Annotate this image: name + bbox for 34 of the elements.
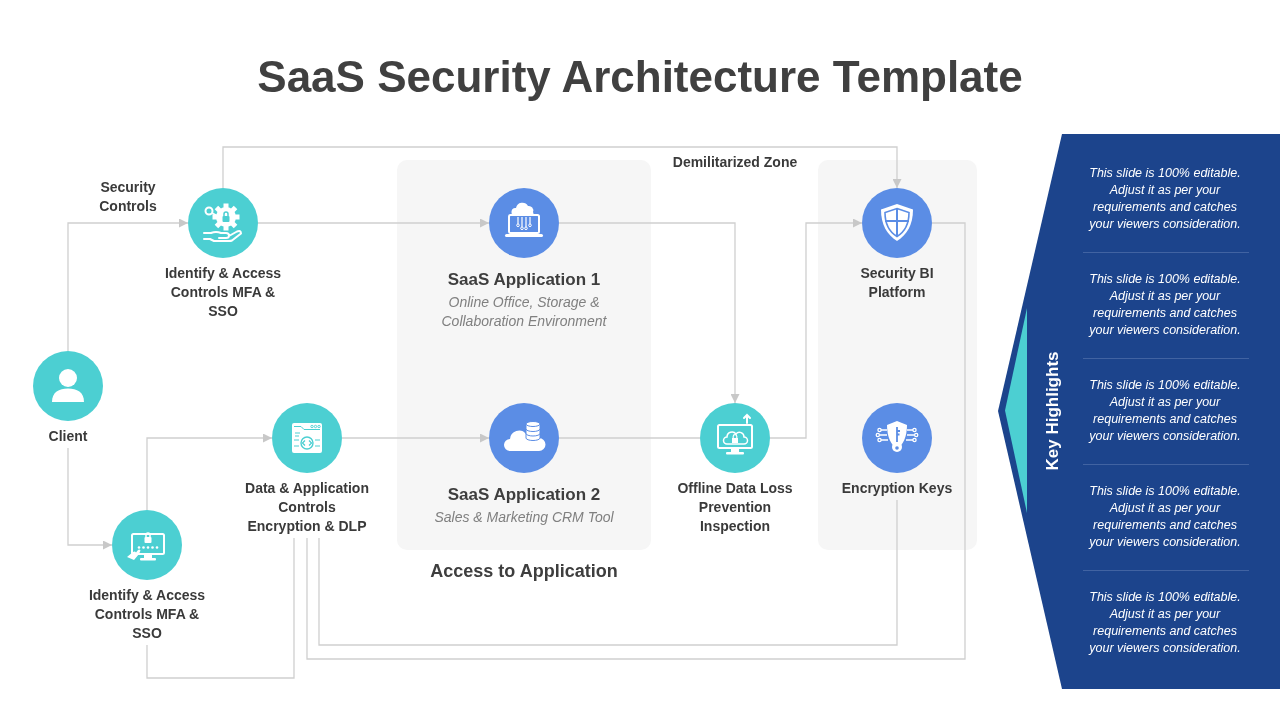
node-label: Identify & Access Controls MFA & SSO xyxy=(87,586,207,643)
node-label: Data & Application Controls Encryption & DLP xyxy=(244,479,370,536)
node-label: Offline Data Loss Prevention Inspection xyxy=(676,479,794,536)
connector-arrow xyxy=(146,433,273,511)
zone-label: Demilitarized Zone xyxy=(672,152,798,172)
highlight-text: This slide is 100% editable. Adjust it as per your requirements and catches your viewers consideration. xyxy=(1087,589,1242,657)
connector-arrow xyxy=(769,218,863,439)
node-label: Encryption Keys xyxy=(841,479,953,498)
connector-arrow xyxy=(341,433,490,443)
highlight-text: This slide is 100% editable. Adjust it as per your requirements and catches your viewers consideration. xyxy=(1087,165,1242,233)
connector-arrow xyxy=(67,447,113,550)
slide-title: SaaS Security Architecture Template xyxy=(257,51,1023,103)
connector-line xyxy=(318,499,898,646)
connector-arrow xyxy=(558,222,740,404)
node-description: Online Office, Storage & Collaboration Environment xyxy=(440,293,608,331)
connector-arrow xyxy=(67,218,189,352)
connector-arrow xyxy=(257,218,490,228)
connector-arrow xyxy=(222,146,902,189)
node-title: SaaS Application 1 xyxy=(447,269,601,291)
node-label: Security BI Platform xyxy=(859,264,935,302)
node-label: Identify & Access Controls MFA & SSO xyxy=(163,264,283,321)
zone-panel xyxy=(818,160,977,550)
node-label: Client xyxy=(48,427,88,446)
highlights-panel xyxy=(998,134,1280,689)
zone-heading: Access to Application xyxy=(430,560,618,582)
node-title: SaaS Application 2 xyxy=(447,484,601,506)
highlight-text: This slide is 100% editable. Adjust it as per your requirements and catches your viewers consideration. xyxy=(1087,271,1242,339)
highlight-text: This slide is 100% editable. Adjust it as per your requirements and catches your viewers consideration. xyxy=(1087,483,1242,551)
panel-heading: Key Highlights xyxy=(1043,351,1063,471)
highlight-text: This slide is 100% editable. Adjust it as per your requirements and catches your viewers consideration. xyxy=(1087,377,1242,445)
connector-line xyxy=(558,437,701,439)
connector-line xyxy=(306,222,966,660)
node-description: Sales & Marketing CRM Tool xyxy=(434,508,614,527)
connector-line xyxy=(146,537,295,679)
